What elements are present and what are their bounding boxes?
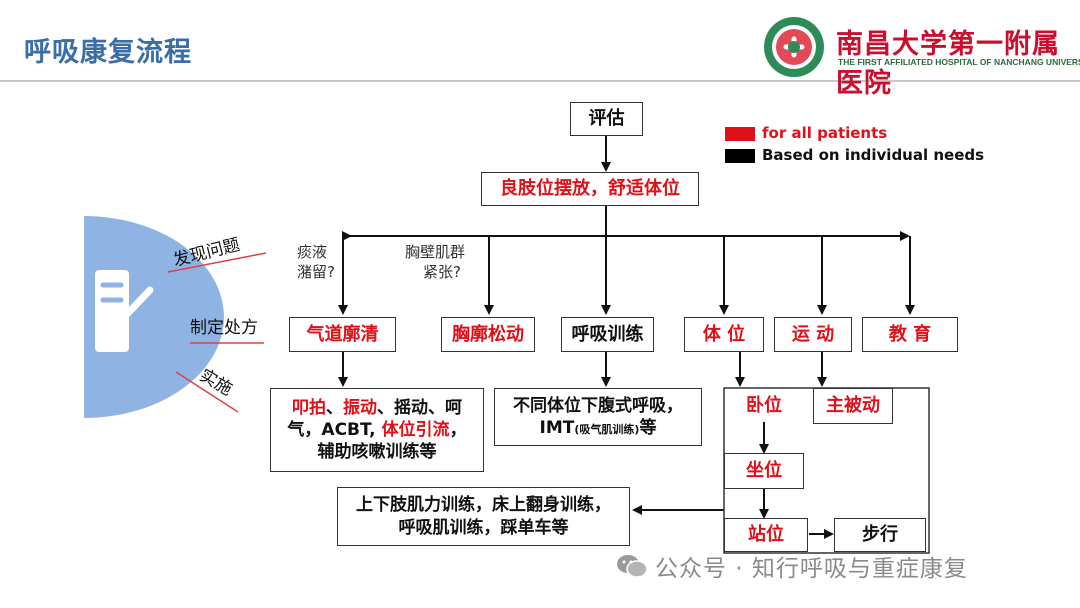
legend-red-swatch bbox=[725, 127, 755, 141]
legend-red-label: for all patients bbox=[762, 124, 888, 142]
limb-training-box: 上下肢肌力训练，床上翻身训练， 呼吸肌训练，踩单车等 bbox=[337, 487, 630, 546]
walking-box: 步行 bbox=[834, 518, 926, 552]
question-chest-wall: 胸壁肌群紧张? bbox=[405, 243, 466, 282]
page-title: 呼吸康复流程 bbox=[24, 37, 192, 68]
document-pen-icon bbox=[95, 270, 154, 352]
side-line-3 bbox=[175, 371, 239, 413]
question-sputum: 痰液潴留? bbox=[297, 243, 335, 282]
side-label-prescribe: 制定处方 bbox=[190, 318, 258, 338]
breathing-detail-box: 不同体位下腹式呼吸， IMT(吸气肌训练)等 bbox=[494, 388, 702, 446]
side-line-1 bbox=[167, 252, 267, 273]
airway-clearance-box: 气道廓清 bbox=[289, 317, 396, 352]
hospital-name-en: THE FIRST AFFILIATED HOSPITAL OF NANCHAN… bbox=[838, 57, 1080, 67]
positioning-box: 良肢位摆放，舒适体位 bbox=[481, 172, 699, 206]
assess-box: 评估 bbox=[570, 102, 643, 136]
lying-box: 卧位 bbox=[746, 395, 782, 417]
legend-black-label: Based on individual needs bbox=[762, 146, 985, 164]
wechat-icon bbox=[617, 555, 648, 578]
active-passive-box: 主被动 bbox=[813, 388, 893, 424]
legend-black-swatch bbox=[725, 149, 755, 163]
watermark-text: 公众号 · 知行呼吸与重症康复 bbox=[655, 556, 968, 582]
header-divider bbox=[0, 80, 1080, 82]
hospital-logo-icon bbox=[764, 17, 824, 77]
chest-mobilization-box: 胸廓松动 bbox=[441, 317, 535, 352]
hospital-name-cn: 南昌大学第一附属医院 bbox=[836, 29, 1060, 99]
posture-box: 体 位 bbox=[684, 317, 764, 352]
side-half-circle bbox=[84, 216, 224, 418]
airway-detail-box: 叩拍、振动、摇动、呵 气，ACBT, 体位引流， 辅助咳嗽训练等 bbox=[270, 388, 484, 472]
exercise-box: 运 动 bbox=[774, 317, 852, 352]
education-box: 教 育 bbox=[862, 317, 958, 352]
standing-box: 站位 bbox=[724, 518, 808, 552]
breathing-training-box: 呼吸训练 bbox=[561, 317, 654, 352]
sitting-box: 坐位 bbox=[724, 453, 804, 489]
